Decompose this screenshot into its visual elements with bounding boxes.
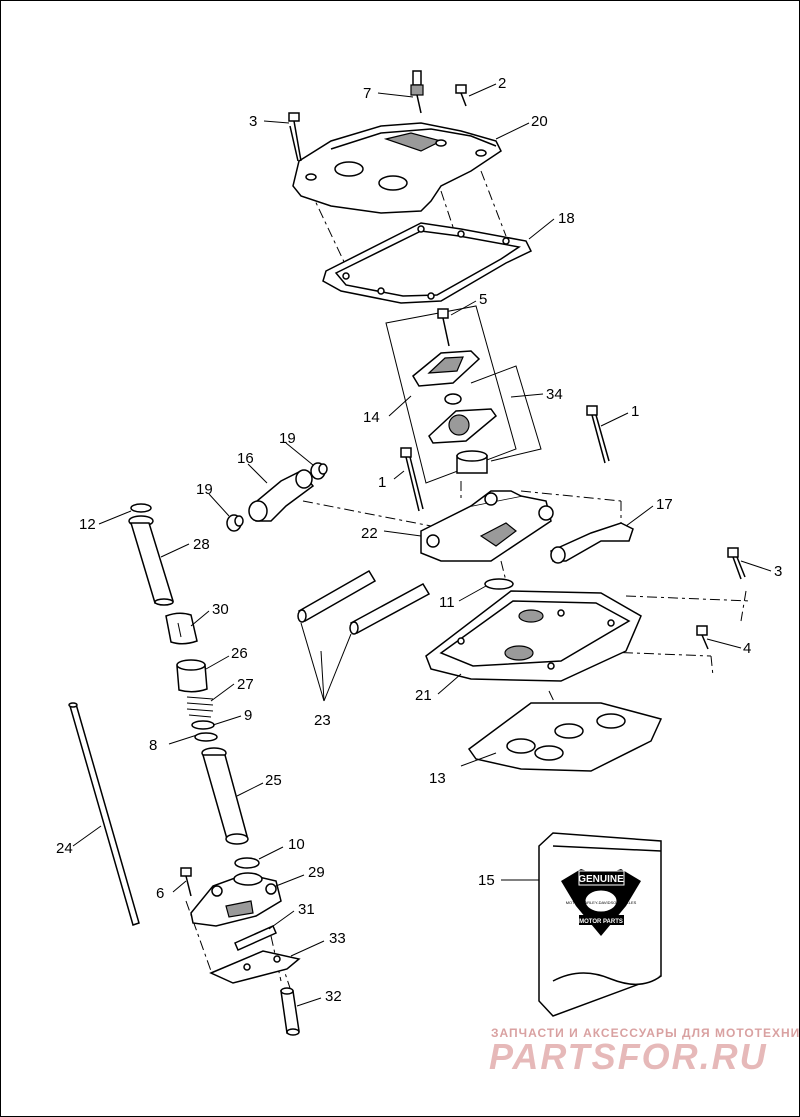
- callout-26: 26: [231, 645, 248, 662]
- callout-1-right: 1: [631, 403, 639, 420]
- genuine-logo: GENUINE MOTOR HARLEY-DAVIDSON CYCLES MOT…: [561, 869, 641, 936]
- bolt-part-1-right: [586, 405, 610, 464]
- breather-cover-part-14: [412, 350, 481, 405]
- bushing-part-19-upper: [310, 462, 328, 480]
- callout-19-upper: 19: [279, 430, 296, 447]
- bolt-part-5: [437, 308, 450, 347]
- watermark: ЗАПЧАСТИ И АКСЕССУАРЫ ДЛЯ МОТОТЕХНИКИ PA…: [489, 1026, 800, 1077]
- logo-genuine-text: GENUINE: [578, 874, 624, 885]
- callout-4: 4: [743, 640, 751, 657]
- callout-33: 33: [329, 930, 346, 947]
- o-ring-part-8: [194, 732, 218, 742]
- callout-21: 21: [415, 687, 432, 704]
- logo-motor-parts-text: MOTOR PARTS: [579, 919, 623, 925]
- bushing-part-19-lower: [226, 514, 244, 532]
- lower-rocker-housing-part-21: [425, 590, 642, 682]
- callout-23: 23: [314, 712, 331, 729]
- pushrod-cover-sleeve-part-30: [165, 612, 198, 645]
- callout-34: 34: [546, 386, 563, 403]
- callout-15: 15: [478, 872, 495, 889]
- alignment-lines: [185, 170, 752, 992]
- callout-3-right: 3: [774, 563, 782, 580]
- callout-8: 8: [149, 737, 157, 754]
- o-ring-part-9: [191, 720, 215, 730]
- callout-25: 25: [265, 772, 282, 789]
- callout-24: 24: [56, 840, 73, 857]
- rocker-arm-part-17: [550, 522, 634, 564]
- callout-31: 31: [298, 901, 315, 918]
- watermark-tagline: ЗАПЧАСТИ И АКСЕССУАРЫ ДЛЯ МОТОТЕХНИКИ: [491, 1026, 800, 1040]
- spring-part-27: [186, 696, 214, 718]
- lifter-cover-part-29: [190, 872, 282, 927]
- callout-6: 6: [156, 885, 164, 902]
- bolt-part-6: [180, 867, 192, 897]
- lifter-part-32: [280, 987, 300, 1036]
- anti-rotation-plate-part-33: [209, 950, 301, 984]
- callout-27: 27: [237, 676, 254, 693]
- rocker-support-part-22: [420, 490, 554, 562]
- pushrod-part-24: [68, 702, 140, 926]
- rocker-shaft-part-23-b: [349, 582, 431, 635]
- callout-32: 32: [325, 988, 342, 1005]
- callout-1-left: 1: [378, 474, 386, 491]
- lower-pushrod-cover-part-25: [201, 747, 249, 845]
- rocker-cover-part-20: [292, 122, 502, 214]
- logo-inner-text: MOTOR HARLEY-DAVIDSON CYCLES: [566, 900, 637, 905]
- callout-13: 13: [429, 770, 446, 787]
- spring-cap-part-26: [176, 659, 208, 693]
- rocker-cover-gasket-part-18: [322, 222, 533, 304]
- callout-12: 12: [79, 516, 96, 533]
- callout-9: 9: [244, 707, 252, 724]
- callout-7: 7: [363, 85, 371, 102]
- o-ring-part-10: [234, 857, 260, 869]
- callout-29: 29: [308, 864, 325, 881]
- callout-20: 20: [531, 113, 548, 130]
- callout-16: 16: [237, 450, 254, 467]
- upper-pushrod-cover-part-28: [128, 515, 174, 606]
- bolt-part-1-left: [400, 447, 424, 512]
- callout-2: 2: [498, 75, 506, 92]
- rocker-shaft-part-23-a: [297, 569, 377, 623]
- callout-3-top: 3: [249, 113, 257, 130]
- bolt-part-3-right: [727, 547, 746, 580]
- breather-valve-part-34: [428, 408, 498, 474]
- callout-5: 5: [479, 291, 487, 308]
- callout-11: 11: [439, 594, 455, 611]
- o-ring-part-11: [484, 578, 514, 590]
- bolt-part-2: [455, 84, 467, 107]
- callout-19-lower: 19: [196, 481, 213, 498]
- callout-18: 18: [558, 210, 575, 227]
- bolt-part-3-top: [288, 112, 302, 162]
- callout-30: 30: [212, 601, 229, 618]
- callout-17: 17: [656, 496, 673, 513]
- callout-10: 10: [288, 836, 305, 853]
- callout-22: 22: [361, 525, 378, 542]
- rocker-arm-part-16: [248, 469, 315, 522]
- lower-gasket-part-13: [467, 702, 663, 772]
- callout-labels: 7 2 3 20 18 5 14 34 1 1 19 16 19 12 28 2…: [56, 75, 782, 1005]
- pin-part-31: [234, 925, 277, 951]
- bolt-part-4: [696, 625, 709, 650]
- o-ring-part-12: [130, 503, 152, 513]
- stud-part-7: [410, 70, 424, 114]
- leader-lines: [72, 83, 772, 1007]
- watermark-site: PARTSFOR.RU: [489, 1036, 768, 1077]
- callout-28: 28: [193, 536, 210, 553]
- callout-14: 14: [363, 409, 380, 426]
